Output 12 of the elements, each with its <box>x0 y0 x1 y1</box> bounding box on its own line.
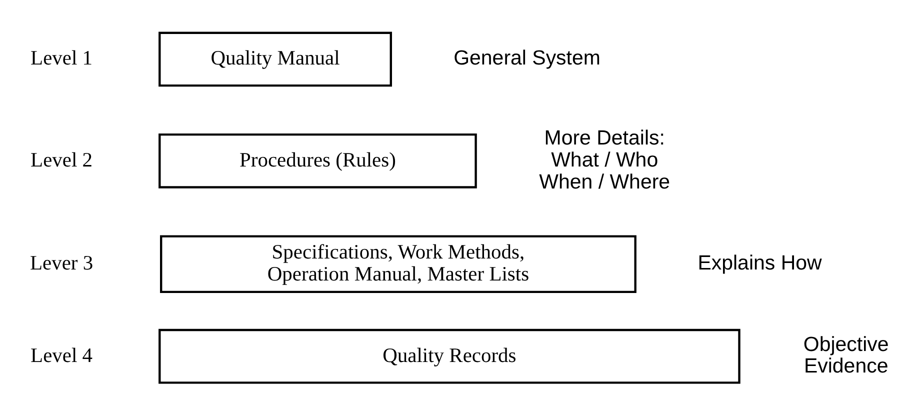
node-label: Objective Evidence <box>803 332 889 378</box>
node-label: Explains How <box>698 251 822 274</box>
node-label: Lever 3 <box>30 252 94 274</box>
node-box: Quality Records <box>158 328 740 384</box>
node-box: Quality Manual <box>158 31 392 86</box>
node-label: More Details: What / Who When / Where <box>539 126 670 193</box>
node-box: Procedures (Rules) <box>158 132 477 188</box>
node-label: Level 2 <box>30 148 93 171</box>
node-label: Level 1 <box>30 47 93 70</box>
node-label: Level 4 <box>30 344 93 366</box>
node-label: General System <box>454 46 600 70</box>
node-box: Specifications, Work Methods, Operation Manual, Master Lists <box>160 234 636 293</box>
